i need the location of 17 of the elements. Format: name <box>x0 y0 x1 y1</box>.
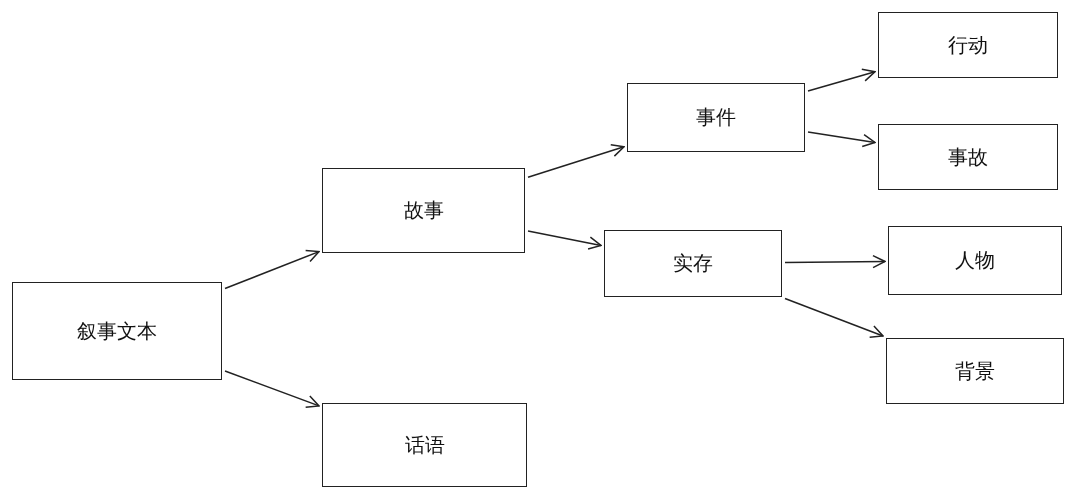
text-box: 话语 <box>322 403 527 487</box>
arrow <box>527 143 625 178</box>
arrow <box>784 254 886 269</box>
arrow <box>784 297 884 338</box>
text-box: 事件 <box>627 83 805 152</box>
text-box: 人物 <box>888 226 1062 295</box>
arrow <box>224 249 320 290</box>
arrow <box>527 230 602 250</box>
arrow <box>807 131 876 148</box>
arrow <box>807 68 876 92</box>
arrow <box>224 370 320 409</box>
text-box: 背景 <box>886 338 1064 404</box>
text-box: 实存 <box>604 230 782 297</box>
text-box: 行动 <box>878 12 1058 78</box>
text-box: 事故 <box>878 124 1058 190</box>
text-box: 故事 <box>322 168 525 253</box>
text-box: 叙事文本 <box>12 282 222 380</box>
